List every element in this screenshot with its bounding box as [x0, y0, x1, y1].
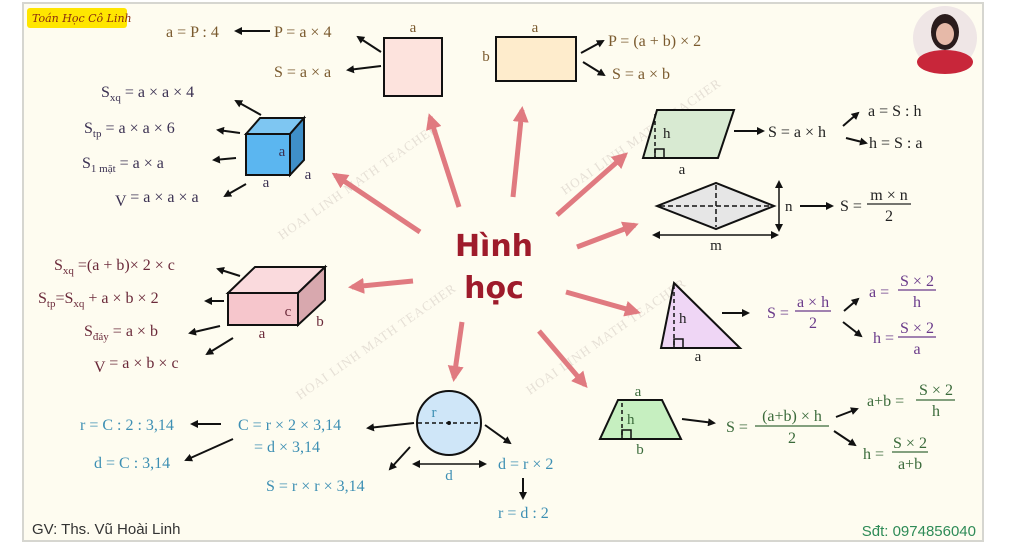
parallelogram-area-formula: S = a × h	[768, 124, 826, 141]
phone-number: Sđt: 0974856040	[862, 523, 976, 540]
trapezoid-label-b: b	[636, 442, 644, 458]
rectangle-height-label: b	[482, 49, 490, 65]
circle-area-formula: S = r × r × 3,14	[266, 478, 365, 495]
triangle-area-num: a × h	[797, 294, 829, 311]
cuboid-formula-sday: Sđáy = a × b	[84, 323, 158, 343]
branch-arrows	[331, 106, 641, 389]
rhombus-label-n: n	[785, 199, 793, 215]
cube-shape	[245, 133, 291, 176]
avatar	[913, 6, 977, 74]
circle-label-r: r	[432, 405, 437, 421]
cuboid-formula-stp: Stp=Sxq + a × b × 2	[38, 290, 159, 310]
cube-formula-sxq: Sxq = a × a × 4	[101, 84, 194, 104]
square-side-label: a	[410, 20, 417, 36]
trapezoid-height-lhs: h =	[863, 446, 884, 463]
brand-badge: Toán Học Cô Linh	[27, 8, 132, 28]
brand-highlight	[27, 8, 127, 28]
trapezoid-area-num: (a+b) × h	[762, 408, 822, 425]
cube-branch: a a a Sxq = a × a × 4 Stp = a × a × 6 S1…	[82, 84, 312, 210]
rectangle-branch: a b P = (a + b) × 2 S = a × b	[482, 20, 701, 83]
triangle-height-lhs: h =	[873, 330, 894, 347]
cuboid-formula-sxq: Sxq =(a + b)× 2 × c	[54, 257, 175, 277]
rhombus-formula-lhs: S =	[840, 198, 862, 215]
circle-diameter-from-c: d = C : 3,14	[94, 455, 170, 472]
trapezoid-sum-den: h	[932, 403, 940, 420]
brand-label: Toán Học Cô Linh	[32, 12, 132, 25]
triangle-height-den: a	[913, 341, 920, 358]
trapezoid-branch: h a b S = (a+b) × h 2 a+b = S × 2 h h = …	[598, 382, 955, 473]
center-title: Hình học	[455, 229, 533, 306]
cube-label-length: a	[263, 175, 270, 191]
circle-label-d: d	[445, 468, 453, 484]
parallelogram-label-h: h	[663, 126, 671, 142]
trapezoid-height-num: S × 2	[893, 435, 927, 452]
rhombus-label-m: m	[710, 238, 722, 254]
cube-formula-stp: Stp = a × a × 6	[84, 120, 175, 140]
cuboid-label-a: a	[259, 326, 266, 342]
cuboid-label-c: c	[285, 304, 292, 320]
square-side-formula: a = P : 4	[166, 24, 219, 41]
square-shape	[383, 37, 443, 97]
triangle-base-lhs: a =	[869, 284, 889, 301]
rectangle-area-formula: S = a × b	[612, 66, 670, 83]
square-branch: a P = a × 4 a = P : 4 S = a × a	[166, 20, 443, 97]
parallelogram-height-formula: h = S : a	[869, 135, 922, 152]
rectangle-perimeter-formula: P = (a + b) × 2	[608, 33, 701, 50]
square-perimeter-formula: P = a × 4	[274, 24, 331, 41]
triangle-base-den: h	[913, 294, 921, 311]
mindmap-frame	[22, 2, 984, 542]
trapezoid-shape	[598, 399, 683, 440]
trapezoid-label-h: h	[627, 412, 635, 428]
parallelogram-base-formula: a = S : h	[868, 103, 921, 120]
trapezoid-height-den: a+b	[898, 456, 922, 473]
trapezoid-label-a: a	[635, 384, 642, 400]
square-area-formula: S = a × a	[274, 64, 331, 81]
cube-label-depth: a	[305, 167, 312, 183]
cube-label-height: a	[279, 144, 286, 160]
triangle-area-lhs: S =	[767, 305, 789, 322]
circle-radius-from-c: r = C : 2 : 3,14	[80, 417, 174, 434]
triangle-label-a: a	[695, 349, 702, 365]
parallelogram-branch: h a S = a × h a = S : h h = S : a	[641, 103, 922, 178]
center-line-2: học	[464, 271, 524, 306]
cuboid-formula-volume: V = a × b × c	[94, 355, 179, 376]
triangle-base-num: S × 2	[900, 273, 934, 290]
parallelogram-label-a: a	[679, 162, 686, 178]
teacher-credit: GV: Ths. Vũ Hoài Linh	[32, 521, 180, 538]
triangle-area-den: 2	[809, 315, 817, 332]
parallelogram-shape	[641, 109, 736, 159]
trapezoid-area-den: 2	[788, 430, 796, 447]
rhombus-formula-num: m × n	[870, 187, 907, 204]
cube-formula-s1mat: S1 mặt = a × a	[82, 155, 164, 175]
circle-diameter-formula: d = r × 2	[498, 456, 553, 473]
cuboid-label-b: b	[316, 314, 324, 330]
rectangle-width-label: a	[532, 20, 539, 36]
cuboid-branch: c a b Sxq =(a + b)× 2 × c Stp=Sxq + a × …	[38, 257, 328, 376]
circle-circumference-formula: C = r × 2 × 3,14	[238, 417, 341, 434]
triangle-label-h: h	[679, 311, 687, 327]
trapezoid-area-lhs: S =	[726, 419, 748, 436]
cube-formula-volume: V = a × a × a	[115, 189, 199, 210]
cuboid-shape	[227, 292, 299, 326]
circle-circumference-alt: = d × 3,14	[254, 439, 320, 456]
rhombus-branch: n m S = m × n 2	[652, 180, 911, 254]
trapezoid-sum-lhs: a+b =	[867, 393, 904, 410]
rectangle-shape	[495, 36, 577, 82]
circle-radius-from-d: r = d : 2	[498, 505, 549, 522]
triangle-shape	[659, 280, 743, 349]
trapezoid-sum-num: S × 2	[919, 382, 953, 399]
triangle-height-num: S × 2	[900, 320, 934, 337]
rhombus-formula-den: 2	[885, 208, 893, 225]
center-line-1: Hình	[455, 229, 533, 264]
circle-branch: r d C = r × 2 × 3,14 = d × 3,14 r = C : …	[80, 390, 553, 522]
triangle-branch: h a S = a × h 2 a = S × 2 h h = S × 2 a	[659, 273, 936, 365]
